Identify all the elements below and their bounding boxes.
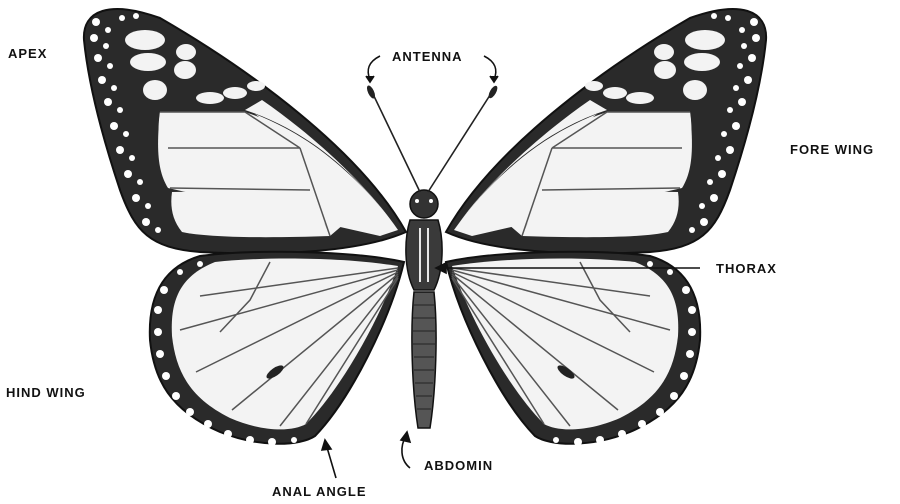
butterfly-body bbox=[406, 190, 442, 428]
butterfly-abdomen bbox=[412, 292, 436, 428]
label-hind-wing: HIND WING bbox=[6, 385, 86, 400]
label-anal-angle: ANAL ANGLE bbox=[272, 484, 367, 499]
antennae bbox=[365, 84, 499, 192]
anal-angle-arrowhead bbox=[322, 440, 331, 450]
label-thorax: THORAX bbox=[716, 261, 777, 276]
left-hind-wing bbox=[150, 252, 404, 446]
antenna-left-arrowhead bbox=[366, 76, 374, 82]
left-fore-wing bbox=[84, 9, 406, 253]
butterfly-thorax bbox=[406, 220, 442, 290]
antenna-right-arrowhead bbox=[490, 76, 498, 82]
right-fore-wing bbox=[446, 9, 766, 253]
label-apex: APEX bbox=[8, 46, 47, 61]
label-abdomin: ABDOMIN bbox=[424, 458, 493, 473]
label-fore-wing: FORE WING bbox=[790, 142, 874, 157]
right-hind-wing bbox=[446, 252, 700, 446]
label-antenna: ANTENNA bbox=[392, 49, 463, 64]
butterfly-head bbox=[410, 190, 438, 218]
abdomin-arrowhead bbox=[401, 432, 410, 442]
